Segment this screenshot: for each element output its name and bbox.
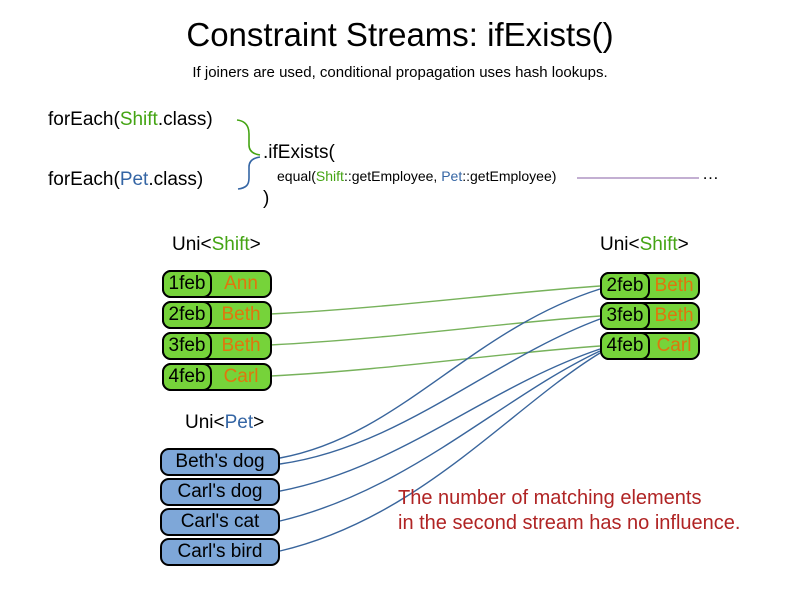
code-ellipsis: … [702, 164, 719, 183]
shift-type-token: Shift [639, 234, 678, 255]
pet-item-beths-dog: Beth's dog [160, 448, 280, 476]
shift-name-cell: Beth [654, 275, 694, 296]
uni-shift-label-left: Uni<Shift> [172, 234, 261, 256]
note-line-1: The number of matching elements [398, 487, 702, 509]
pet-item-carls-dog: Carl's dog [160, 478, 280, 506]
note-line-2: in the second stream has no influence. [398, 512, 741, 534]
shift-row-4feb-carl: 4feb Carl [162, 363, 272, 391]
shift-name-cell: Carl [656, 335, 692, 356]
shift-date-cell: 2feb [600, 272, 650, 300]
code-text: .class) [157, 109, 213, 130]
connector-carlsdog-4feb [279, 348, 601, 492]
shift-name-cell: Beth [221, 304, 261, 325]
pet-item-carls-cat: Carl's cat [160, 508, 280, 536]
code-ifexists: .ifExists( [263, 142, 335, 163]
brace-top-green [236, 119, 261, 156]
shift-date-cell: 1feb [162, 270, 212, 298]
page-subtitle: If joiners are used, conditional propaga… [192, 64, 608, 81]
page-title: Constraint Streams: ifExists() [186, 16, 614, 53]
shift-name-cell: Beth [221, 335, 261, 356]
label-text: Uni< [172, 234, 212, 255]
shift-type-token: Shift [211, 234, 250, 255]
pet-item-carls-bird: Carl's bird [160, 538, 280, 566]
pet-type-token: Pet [441, 168, 463, 184]
code-text: ::getEmployee) [462, 168, 557, 184]
shift-date-cell: 3feb [600, 302, 650, 330]
shift-row-4feb-carl-right: 4feb Carl [600, 332, 700, 360]
shift-name-cell: Beth [654, 305, 694, 326]
shift-date-cell: 2feb [162, 301, 212, 329]
connector-shift-4feb [270, 345, 601, 377]
code-text: .class) [148, 169, 204, 190]
code-text: forEach( [48, 109, 120, 130]
label-text: > [249, 234, 261, 255]
code-text: equal( [277, 168, 316, 184]
shift-type-token: Shift [119, 109, 158, 130]
shift-row-2feb-beth-right: 2feb Beth [600, 272, 700, 300]
label-text: > [677, 234, 689, 255]
shift-date-cell: 3feb [162, 332, 212, 360]
shift-type-token: Shift [315, 168, 344, 184]
connector-bethsdog-2feb [279, 288, 601, 459]
code-equal-joiner: equal(Shift::getEmployee, Pet::getEmploy… [277, 168, 556, 184]
label-text: Uni< [600, 234, 640, 255]
connector-shift-2feb [269, 285, 601, 315]
note-text: The number of matching elements in the s… [398, 486, 740, 536]
code-foreach-shift: forEach(Shift.class) [48, 109, 213, 131]
label-text: > [253, 412, 265, 433]
code-text: forEach( [48, 169, 120, 190]
shift-name-cell: Ann [224, 273, 258, 294]
pet-type-token: Pet [119, 169, 149, 190]
shift-row-3feb-beth-right: 3feb Beth [600, 302, 700, 330]
brace-bottom-blue [237, 156, 261, 190]
code-close-paren: ) [263, 188, 270, 209]
uni-pet-label: Uni<Pet> [185, 412, 264, 434]
shift-name-cell: Carl [223, 366, 259, 387]
connector-bethsdog-3feb [279, 318, 601, 465]
shift-row-1feb-ann: 1feb Ann [162, 270, 272, 298]
label-text: Uni< [185, 412, 225, 433]
shift-date-cell: 4feb [600, 332, 650, 360]
shift-row-2feb-beth: 2feb Beth [162, 301, 272, 329]
uni-shift-label-right: Uni<Shift> [600, 234, 689, 256]
pet-type-token: Pet [224, 412, 254, 433]
shift-date-cell: 4feb [162, 363, 212, 391]
connector-shift-3feb [269, 315, 601, 346]
code-foreach-pet: forEach(Pet.class) [48, 169, 203, 191]
code-text: ::getEmployee, [343, 168, 442, 184]
shift-row-3feb-beth: 3feb Beth [162, 332, 272, 360]
